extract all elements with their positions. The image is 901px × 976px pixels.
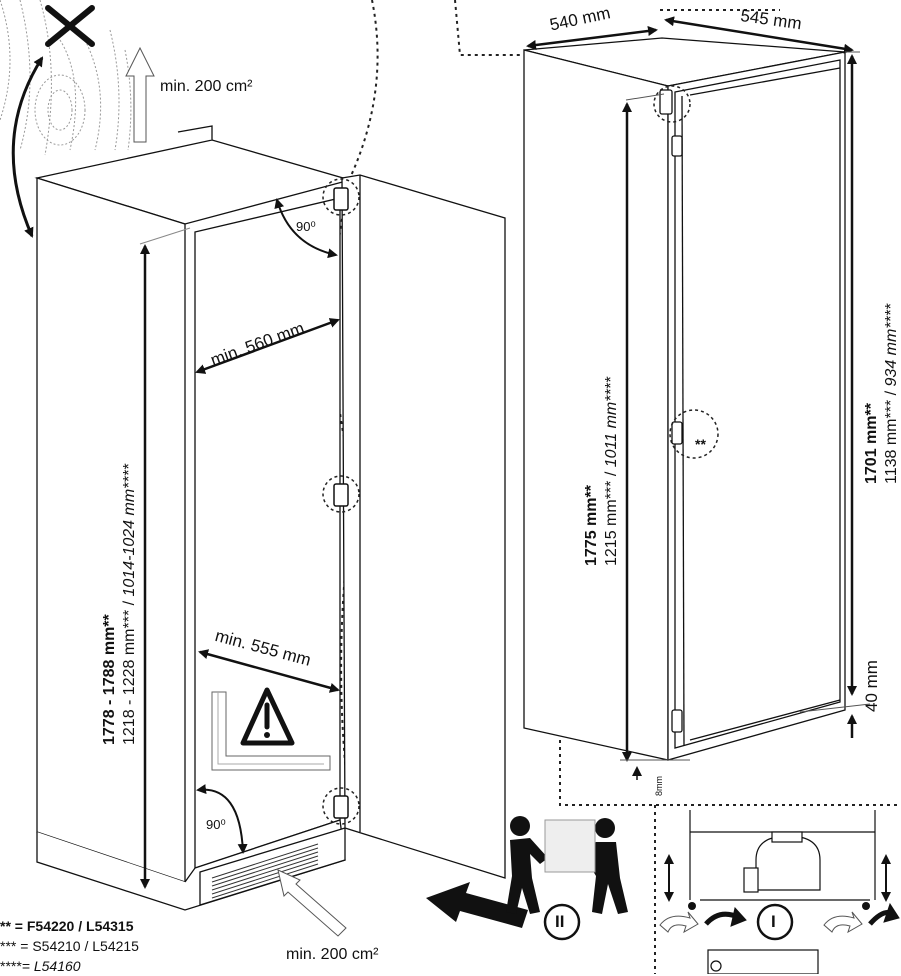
niche-height-rest: 1218 - 1228 mm*** / — [121, 596, 138, 745]
appliance-width-arrow — [526, 26, 658, 50]
niche-height-label: 1778 - 1788 mm** 1218 - 1228 mm*** / 101… — [100, 464, 140, 745]
wall-wood-grain — [0, 0, 132, 156]
direction-arrow-icon — [426, 882, 528, 928]
angle-top-label: 90⁰ — [296, 219, 316, 234]
appliance-height-label: 1775 mm** 1215 mm*** / 1011 mm**** — [582, 377, 622, 566]
dotted-boundary-right — [559, 740, 901, 806]
model-legend: ** = F54220 / L54315 *** = S54210 / L542… — [0, 916, 139, 976]
hinge-mark-label: ** — [695, 436, 706, 452]
appliance-height-bold: 1775 mm** — [583, 485, 600, 566]
appliance-body — [523, 37, 846, 761]
cross-icon — [45, 5, 95, 47]
rotate-arrow-icon — [704, 902, 900, 927]
vent-grill — [211, 843, 319, 899]
step-one-badge — [756, 903, 794, 941]
warning-triangle-icon — [240, 687, 295, 746]
step-two-badge — [543, 903, 581, 941]
door-swing-arrow — [11, 56, 44, 238]
cabinet-niche — [34, 125, 353, 911]
inset-compressor — [689, 810, 876, 974]
width-arrow-bottom — [198, 649, 340, 693]
vent-arrow-up-icon — [125, 46, 155, 143]
angle-arc-top — [274, 198, 338, 259]
angle-bottom-label: 90⁰ — [206, 817, 226, 832]
legend-row: ****= L54160 — [0, 958, 81, 974]
step-one-label: I — [771, 912, 776, 931]
niche-height-italic: 1014-1024 mm**** — [121, 463, 138, 597]
warning-panel — [211, 691, 331, 771]
vent-top-label: min. 200 cm² — [160, 78, 253, 95]
vent-arrow-bottom-icon — [277, 869, 347, 937]
dotted-boundary-top — [454, 0, 540, 56]
door-height-bold: 1701 mm** — [863, 403, 880, 484]
angle-arc-bottom — [196, 784, 248, 854]
door-panel — [341, 174, 506, 879]
door-height-label: 1701 mm** 1138 mm*** / 934 mm**** — [862, 304, 901, 484]
width-arrow-top — [195, 318, 340, 374]
appliance-height-rest: 1215 mm*** / — [603, 467, 620, 566]
bottom-gap-label: 40 mm — [862, 660, 881, 712]
appliance-height-italic: 1011 mm**** — [603, 376, 620, 468]
door-height-rest: 1138 mm*** / — [883, 386, 900, 484]
niche-height-bold: 1778 - 1788 mm** — [101, 614, 118, 745]
appliance-depth-arrow — [664, 16, 854, 54]
legend-row: *** = S54210 / L54215 — [0, 938, 139, 954]
plinth-gap-label: 8mm — [654, 776, 664, 796]
step-two-label: II — [555, 912, 565, 931]
vent-bottom-label: min. 200 cm² — [286, 946, 379, 963]
carried-box — [544, 819, 596, 873]
appliance-hinge-icon — [659, 89, 683, 733]
legend-row: ** = F54220 / L54315 — [0, 918, 134, 934]
door-height-italic: 934 mm**** — [883, 303, 900, 387]
